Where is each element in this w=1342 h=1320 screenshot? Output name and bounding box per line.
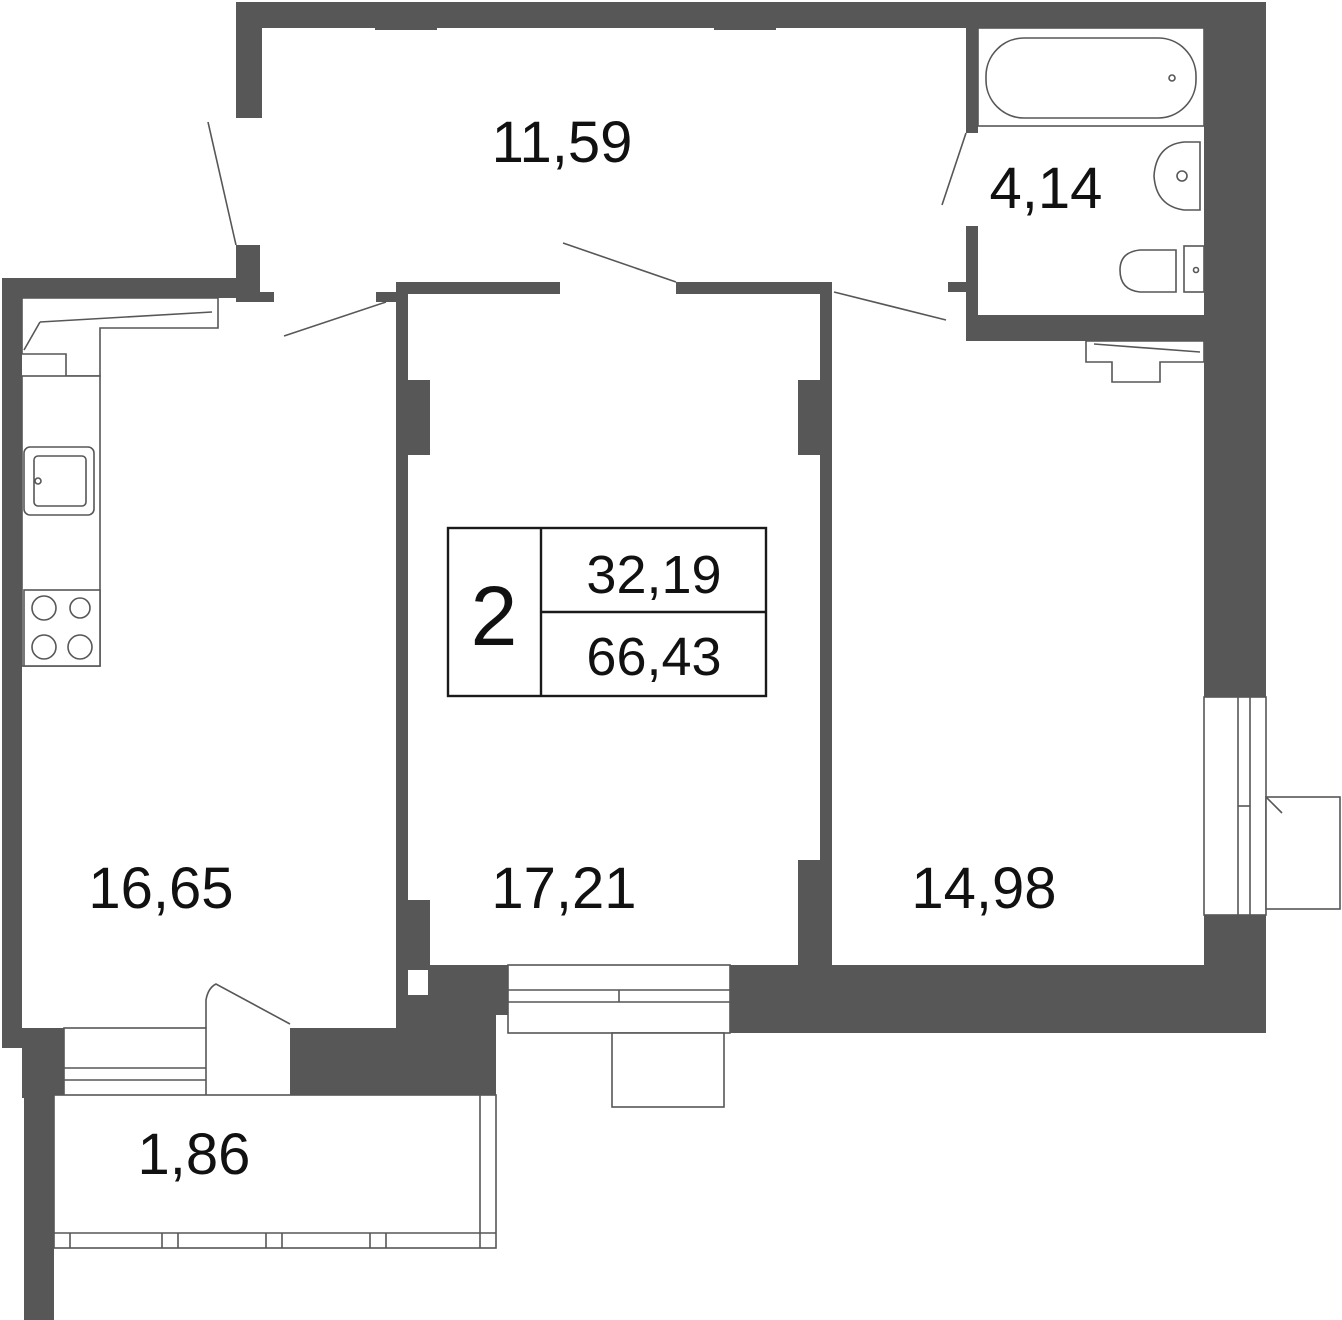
total-area: 66,43: [586, 627, 721, 687]
wall-right-outer: [1204, 2, 1266, 697]
area-bedroom-right: 14,98: [911, 856, 1056, 921]
right-vent-line: [1093, 343, 1201, 353]
window-kitchen-bottom: [63, 1027, 207, 1099]
wall-kitchen-bottom: [290, 1028, 496, 1095]
bathtub-drain-icon: [1168, 74, 1176, 82]
summary-box: 2 32,19 66,43: [446, 526, 768, 698]
wall-kitchen-mid-divider: [396, 282, 408, 1028]
wall-bottom-right: [730, 965, 1266, 1033]
window-right-outer: [1203, 696, 1267, 916]
wall-middle-pier-top-2: [676, 282, 832, 294]
area-bathroom: 4,14: [990, 156, 1103, 221]
kitchen-window-left: [21, 297, 219, 377]
kitchen-vent-line: [39, 311, 213, 323]
wall-kitchen-top: [2, 278, 260, 298]
wall-balcony-left: [24, 1040, 54, 1320]
wall-small-stub: [376, 292, 398, 302]
wall-column-left-b: [408, 900, 430, 970]
door-swing-bath: [941, 132, 967, 206]
wall-bath-left-cap: [948, 282, 978, 292]
wall-column-right-a: [798, 380, 820, 455]
faucet-icon: [1176, 170, 1188, 182]
area-kitchen-living: 16,65: [88, 856, 233, 921]
burner-icon-3: [31, 634, 57, 660]
sink-drain-icon: [34, 477, 42, 485]
door-swing-kitchen: [283, 301, 387, 337]
walls: [2, 2, 1266, 1320]
wall-hall-stub-bottom-cap: [236, 292, 274, 302]
bathroom-fixtures: [977, 27, 1205, 293]
kitchen-vent-diag: [23, 321, 41, 351]
right-vent: [1085, 340, 1205, 383]
top-window-mark-b: [714, 24, 776, 30]
wall-middle-right-divider: [820, 282, 832, 965]
kitchen-counter: [21, 375, 101, 667]
wall-column-left-a: [408, 380, 430, 455]
window-right-sill: [1265, 796, 1341, 910]
toilet-bowl: [1119, 249, 1177, 293]
wall-column-right-b: [798, 860, 820, 970]
window-right-sill-diag: [1265, 796, 1283, 814]
wall-left-outer: [2, 278, 22, 1048]
area-balcony: 1,86: [138, 1122, 251, 1187]
sink-basin: [33, 455, 87, 507]
windows: [63, 696, 1341, 1108]
top-window-mark-a: [375, 24, 437, 30]
door-swing-entrance: [207, 121, 237, 246]
area-bedroom-middle: 17,21: [491, 856, 636, 921]
wall-top: [236, 2, 1266, 28]
window-bottom-sill: [611, 1032, 725, 1108]
balcony-floor: [53, 1094, 497, 1249]
wall-middle-pier-top: [396, 282, 560, 294]
toilet-flush-icon: [1192, 266, 1200, 274]
burner-icon-4: [67, 634, 93, 660]
rooms-count: 2: [471, 569, 518, 663]
area-hallway: 11,59: [492, 110, 633, 175]
burner-icon-2: [69, 597, 91, 619]
right-vent-shape: [1085, 340, 1205, 383]
door-swing-balcony: [205, 983, 291, 1028]
room-labels: 11,59 4,14 16,65 17,21 14,98 1,86: [88, 110, 1102, 1187]
wall-bath-bottom: [966, 315, 1204, 341]
door-swing-middle: [562, 242, 677, 283]
kitchen-vent-shape: [21, 297, 219, 377]
living-area: 32,19: [586, 545, 721, 605]
balcony: [53, 1094, 497, 1249]
wall-hall-stub-bottom: [236, 245, 260, 298]
door-swing-right: [833, 291, 947, 321]
door-swings: [205, 121, 967, 1028]
top-window-marks: [375, 24, 776, 30]
burner-icon-1: [31, 595, 57, 621]
wall-bath-left-top: [966, 28, 978, 133]
bathtub-inner: [985, 37, 1197, 119]
